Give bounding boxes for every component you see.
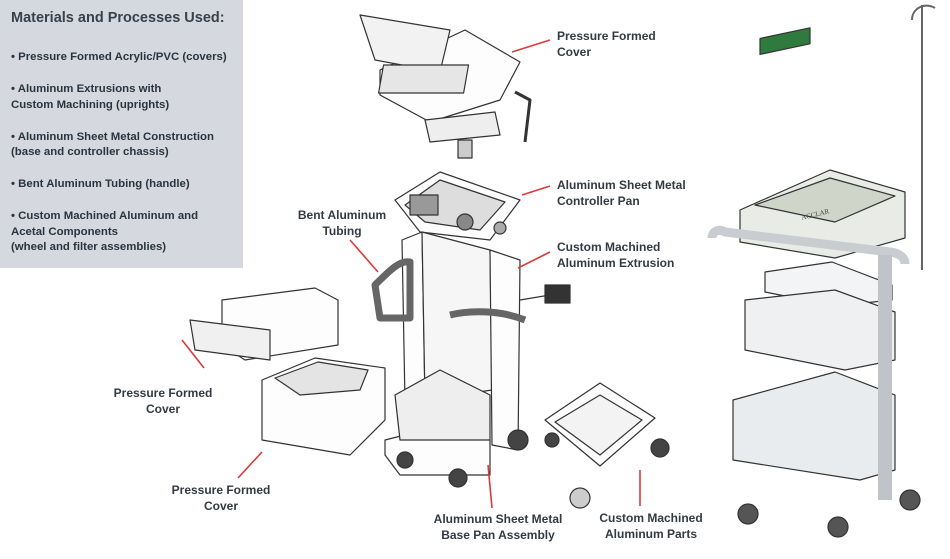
- list-item: • Aluminum Sheet Metal Construction (bas…: [11, 130, 214, 159]
- base-pan-part: [384, 369, 529, 488]
- upright-frame-part: [371, 231, 571, 451]
- list-item: • Bent Aluminum Tubing (handle): [11, 178, 190, 190]
- leader-lines: [181, 39, 641, 509]
- list-item: • Custom Machined Aluminum and Acetal Co…: [11, 210, 199, 253]
- callout-controller-pan: Aluminum Sheet Metal Controller Pan: [557, 178, 686, 208]
- controller-pan-part: [394, 171, 521, 241]
- callout-machined-parts: Custom Machined Aluminum Parts: [599, 511, 703, 541]
- callout-top-cover: Pressure Formed Cover: [557, 29, 656, 59]
- drawer-part: [189, 287, 339, 361]
- machined-parts-part: [544, 382, 670, 509]
- callout-base-cover: Pressure Formed Cover: [171, 483, 271, 513]
- materials-panel: Materials and Processes Used: • Pressure…: [0, 0, 243, 268]
- list-item: • Pressure Formed Acrylic/PVC (covers): [11, 51, 227, 63]
- callout-drawer-cover: Pressure Formed Cover: [113, 386, 213, 416]
- callout-tubing: Bent Aluminum Tubing: [297, 208, 387, 238]
- assembled-cart-photo: [707, 4, 936, 538]
- callout-extrusion: Custom Machined Aluminum Extrusion: [557, 240, 675, 270]
- top-cover-part: [359, 14, 532, 159]
- list-item: • Aluminum Extrusions with Custom Machin…: [11, 83, 170, 111]
- panel-title: Materials and Processes Used:: [11, 10, 225, 26]
- callout-base-pan: Aluminum Sheet Metal Base Pan Assembly: [433, 512, 563, 542]
- base-cover-part: [261, 357, 386, 456]
- materials-list: • Pressure Formed Acrylic/PVC (covers) •…: [11, 50, 239, 272]
